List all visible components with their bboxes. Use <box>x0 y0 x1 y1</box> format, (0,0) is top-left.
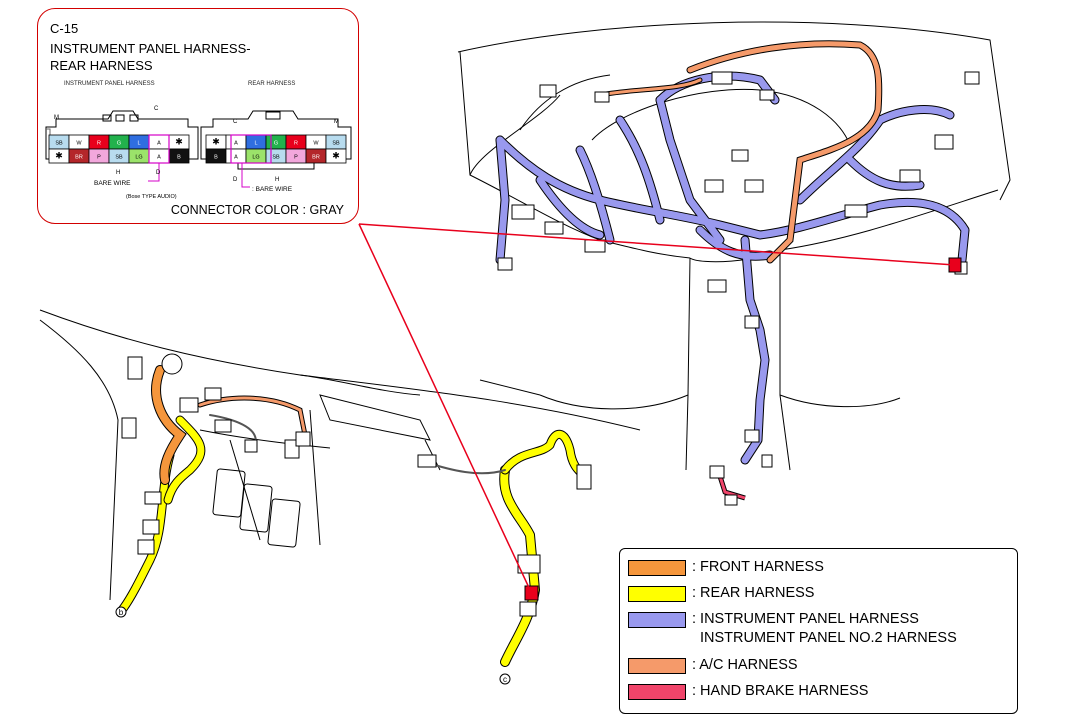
ac-harness-wires <box>597 40 883 264</box>
rear-bare-wire-label: : BARE WIRE <box>252 186 293 193</box>
legend-swatch-rear <box>628 586 686 602</box>
legend-swatch-instrument <box>628 612 686 628</box>
rear-bare-wire-leader <box>241 163 250 188</box>
pin-label: R <box>97 141 101 147</box>
pin-label: LG <box>135 155 142 161</box>
pin-label: ✱ <box>55 151 63 161</box>
pin-label: P <box>294 155 298 161</box>
pin-label: W <box>76 141 82 147</box>
pin-label: LG <box>252 155 259 161</box>
legend-label-instrument-no2: INSTRUMENT PANEL NO.2 HARNESS <box>700 630 957 646</box>
pin-label: P <box>97 155 101 161</box>
marker-b-label: b <box>119 608 124 617</box>
pin-label: A <box>234 141 238 147</box>
pin-label: B <box>177 155 181 161</box>
pin-label: SB <box>115 155 123 161</box>
instrument-panel-harness-wires <box>495 71 970 465</box>
marker-b: b <box>115 606 127 618</box>
legend-instrument-panel-harness: : INSTRUMENT PANEL HARNESS INSTRUMENT PA… <box>628 610 957 648</box>
pin-label: SB <box>272 155 280 161</box>
ip-bare-wire-label: BARE WIRE <box>94 180 131 187</box>
pin-label: A <box>234 155 238 161</box>
connector-title-line1: INSTRUMENT PANEL HARNESS- <box>50 41 251 56</box>
pin-label: ✱ <box>332 151 340 161</box>
pin-label: R <box>294 141 298 147</box>
rear-harness-wires <box>117 415 588 667</box>
pin-label: SB <box>332 141 340 147</box>
marker-c: c <box>499 673 511 685</box>
legend-swatch-front <box>628 560 686 576</box>
pin-label: ✱ <box>212 137 220 147</box>
pin-label: L <box>254 141 257 147</box>
connector-title: INSTRUMENT PANEL HARNESS- REAR HARNESS <box>50 40 310 74</box>
connector-code: C-15 <box>50 21 79 36</box>
legend-front-harness: : FRONT HARNESS <box>628 558 824 577</box>
rear-letter-d: D <box>233 177 238 183</box>
legend-swatch-handbrake <box>628 684 686 700</box>
legend-hand-brake-harness: : HAND BRAKE HARNESS <box>628 682 868 701</box>
pin-label: B <box>214 155 218 161</box>
pin-label: SB <box>55 141 63 147</box>
c15-connector-rear-highlight <box>524 585 539 601</box>
legend-label-handbrake: : HAND BRAKE HARNESS <box>692 683 869 699</box>
pin-label: L <box>137 141 140 147</box>
marker-c-label: c <box>503 675 507 684</box>
connector-color: CONNECTOR COLOR : GRAY <box>170 203 344 217</box>
dash-lower-outline <box>39 309 641 601</box>
ip-bare-wire-leader <box>148 163 160 182</box>
rear-letter-h: H <box>275 177 279 183</box>
pin-label: BR <box>312 155 320 161</box>
rear-bare-wire-outline <box>230 134 272 164</box>
pin-label: G <box>274 141 278 147</box>
rear-harness-caption: REAR HARNESS <box>248 81 296 87</box>
legend-swatch-ac <box>628 658 686 674</box>
connector-title-line2: REAR HARNESS <box>50 58 153 73</box>
ip-letter-m: M <box>54 115 59 121</box>
pin-cell <box>325 148 347 164</box>
ip-letter-c: C <box>154 106 159 112</box>
pin-label: A <box>157 141 161 147</box>
legend-label-instrument: : INSTRUMENT PANEL HARNESS <box>692 611 919 627</box>
ip-letter-d: D <box>156 170 161 176</box>
pin-label: ✱ <box>175 137 183 147</box>
ip-connector-pins: SB W R G L A ✱ ✱ BR P SB LG A B <box>48 134 190 164</box>
bose-audio-note: (Bose TYPE AUDIO) <box>126 194 177 200</box>
legend-label-front: : FRONT HARNESS <box>692 559 824 575</box>
legend-ac-harness: : A/C HARNESS <box>628 656 798 675</box>
harness-legend: : FRONT HARNESS : REAR HARNESS : INSTRUM… <box>619 548 1018 714</box>
callout-leader-lines <box>358 223 956 593</box>
rear-letter-m: M <box>334 119 339 125</box>
pin-label: A <box>157 155 161 161</box>
connector-blocks <box>121 71 980 617</box>
pin-label: W <box>313 141 319 147</box>
legend-rear-harness: : REAR HARNESS <box>628 584 814 603</box>
pin-label: G <box>117 141 121 147</box>
legend-label-ac: : A/C HARNESS <box>692 657 798 673</box>
rear-letter-c: C <box>233 119 238 125</box>
ip-letter-h: H <box>116 170 120 176</box>
dashboard-outline <box>457 21 1011 471</box>
connector-callout-c15: C-15 INSTRUMENT PANEL HARNESS- REAR HARN… <box>37 8 359 224</box>
ip-harness-caption: INSTRUMENT PANEL HARNESS <box>64 81 155 87</box>
legend-label-rear: : REAR HARNESS <box>692 585 815 601</box>
pin-label: BR <box>75 155 83 161</box>
